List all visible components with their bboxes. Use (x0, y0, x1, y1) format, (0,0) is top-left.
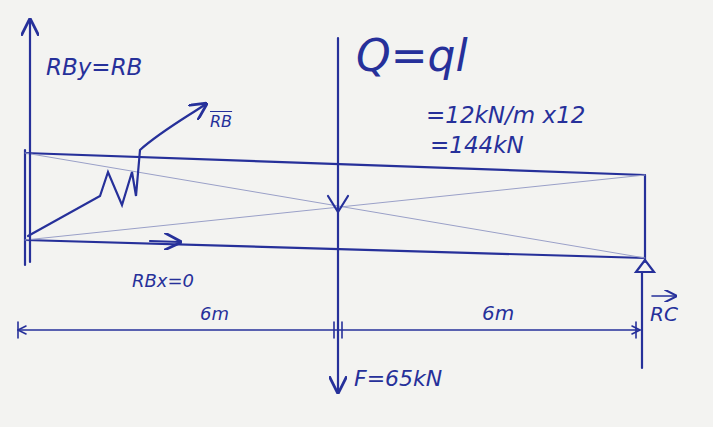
reaction-label: RB (210, 114, 232, 130)
load-label: Q=ql (356, 34, 468, 78)
dimension-line (18, 329, 640, 331)
reaction-arrow (29, 20, 31, 262)
beam-top (25, 153, 645, 175)
reaction-label: RBy=RB (46, 56, 142, 79)
load-value: =144kN (430, 134, 524, 157)
reaction-label: RBx=0 (132, 272, 194, 290)
dimension-arrows (18, 326, 640, 334)
load-arrowhead (328, 196, 348, 212)
reaction-line (641, 272, 643, 368)
dimension-ticks (18, 322, 636, 338)
beam-end (644, 175, 646, 262)
load-label: F=65kN (354, 368, 442, 390)
dimension-label: 6m (482, 303, 514, 323)
vector-bar (652, 295, 676, 297)
reaction-label: RC (650, 304, 678, 324)
load-value: =12kN/m x12 (426, 104, 585, 127)
reaction-arrow (150, 241, 180, 242)
beam-start (24, 150, 26, 265)
load-arrow (337, 38, 339, 392)
support-symbol (636, 260, 654, 272)
beam-diagonals (25, 153, 645, 258)
dimension-label: 6m (200, 305, 229, 323)
reaction-arrow (28, 104, 206, 236)
